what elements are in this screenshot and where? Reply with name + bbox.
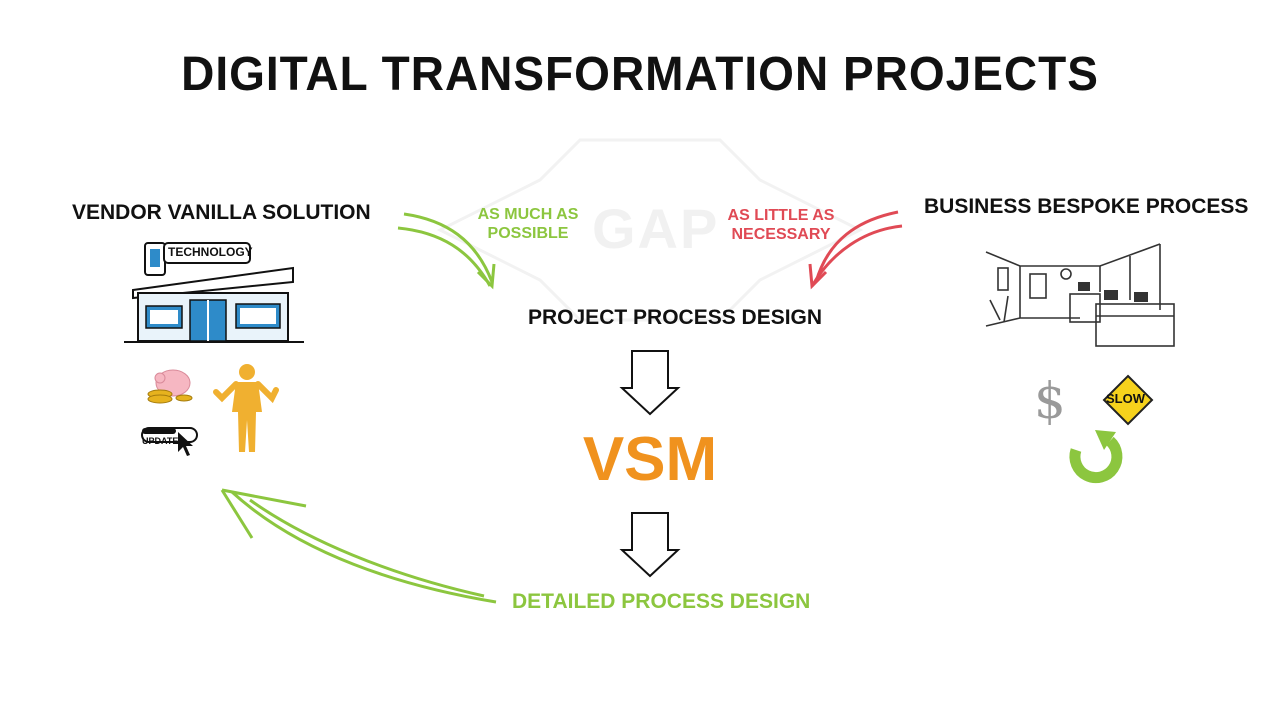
as-little-as-necessary-label: AS LITTLE AS NECESSARY bbox=[727, 207, 835, 243]
technology-sign: TECHNOLOGY bbox=[168, 245, 253, 259]
update-label: UPDATE bbox=[142, 436, 179, 446]
page-title: DIGITAL TRANSFORMATION PROJECTS bbox=[181, 45, 1099, 101]
as-much-as-possible-label: AS MUCH AS POSSIBLE bbox=[477, 206, 579, 242]
business-bespoke-process-label: BUSINESS BESPOKE PROCESS bbox=[924, 195, 1249, 218]
project-process-design-label: PROJECT PROCESS DESIGN bbox=[528, 306, 823, 329]
gap-watermark: GAP bbox=[592, 197, 720, 260]
detailed-process-design-label: DETAILED PROCESS DESIGN bbox=[512, 590, 811, 613]
vsm-label: VSM bbox=[582, 425, 718, 494]
slow-sign-label: SLOW bbox=[1106, 391, 1145, 406]
dollar-icon: $ bbox=[1034, 372, 1066, 430]
vendor-vanilla-solution-label: VENDOR VANILLA SOLUTION bbox=[72, 201, 371, 224]
